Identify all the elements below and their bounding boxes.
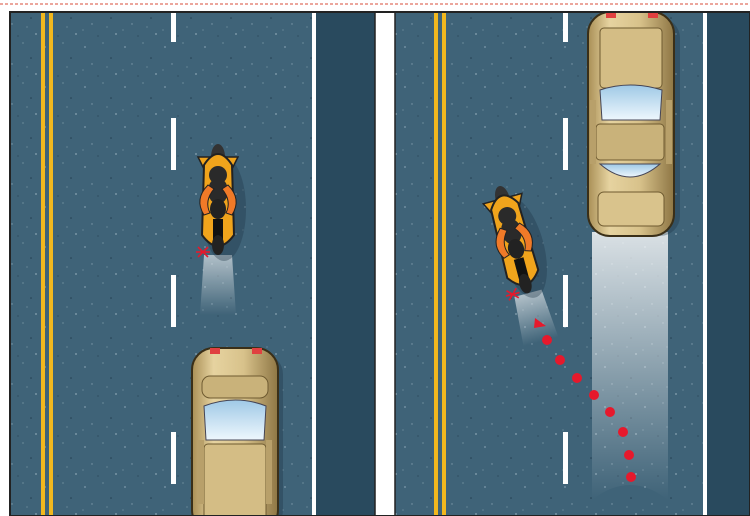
car-icon — [192, 348, 283, 516]
edge-line — [312, 12, 316, 516]
left-panel — [10, 12, 375, 516]
panel-gutter — [375, 12, 395, 516]
headlight-beam-icon — [200, 255, 236, 315]
road-shoulder — [315, 12, 375, 516]
path-dot — [589, 390, 599, 400]
path-dot — [624, 450, 634, 460]
path-dot — [626, 472, 636, 482]
path-dot — [605, 407, 615, 417]
center-line — [434, 12, 438, 516]
center-line — [41, 12, 45, 516]
path-dot — [542, 335, 552, 345]
car-icon — [588, 12, 680, 236]
path-dot — [572, 373, 582, 383]
right-panel — [395, 12, 750, 516]
path-dot — [555, 355, 565, 365]
edge-line — [703, 12, 707, 516]
road-shoulder — [707, 12, 750, 516]
center-line — [49, 12, 53, 516]
rear-window — [600, 85, 662, 120]
center-line — [442, 12, 446, 516]
path-dot — [618, 427, 628, 437]
